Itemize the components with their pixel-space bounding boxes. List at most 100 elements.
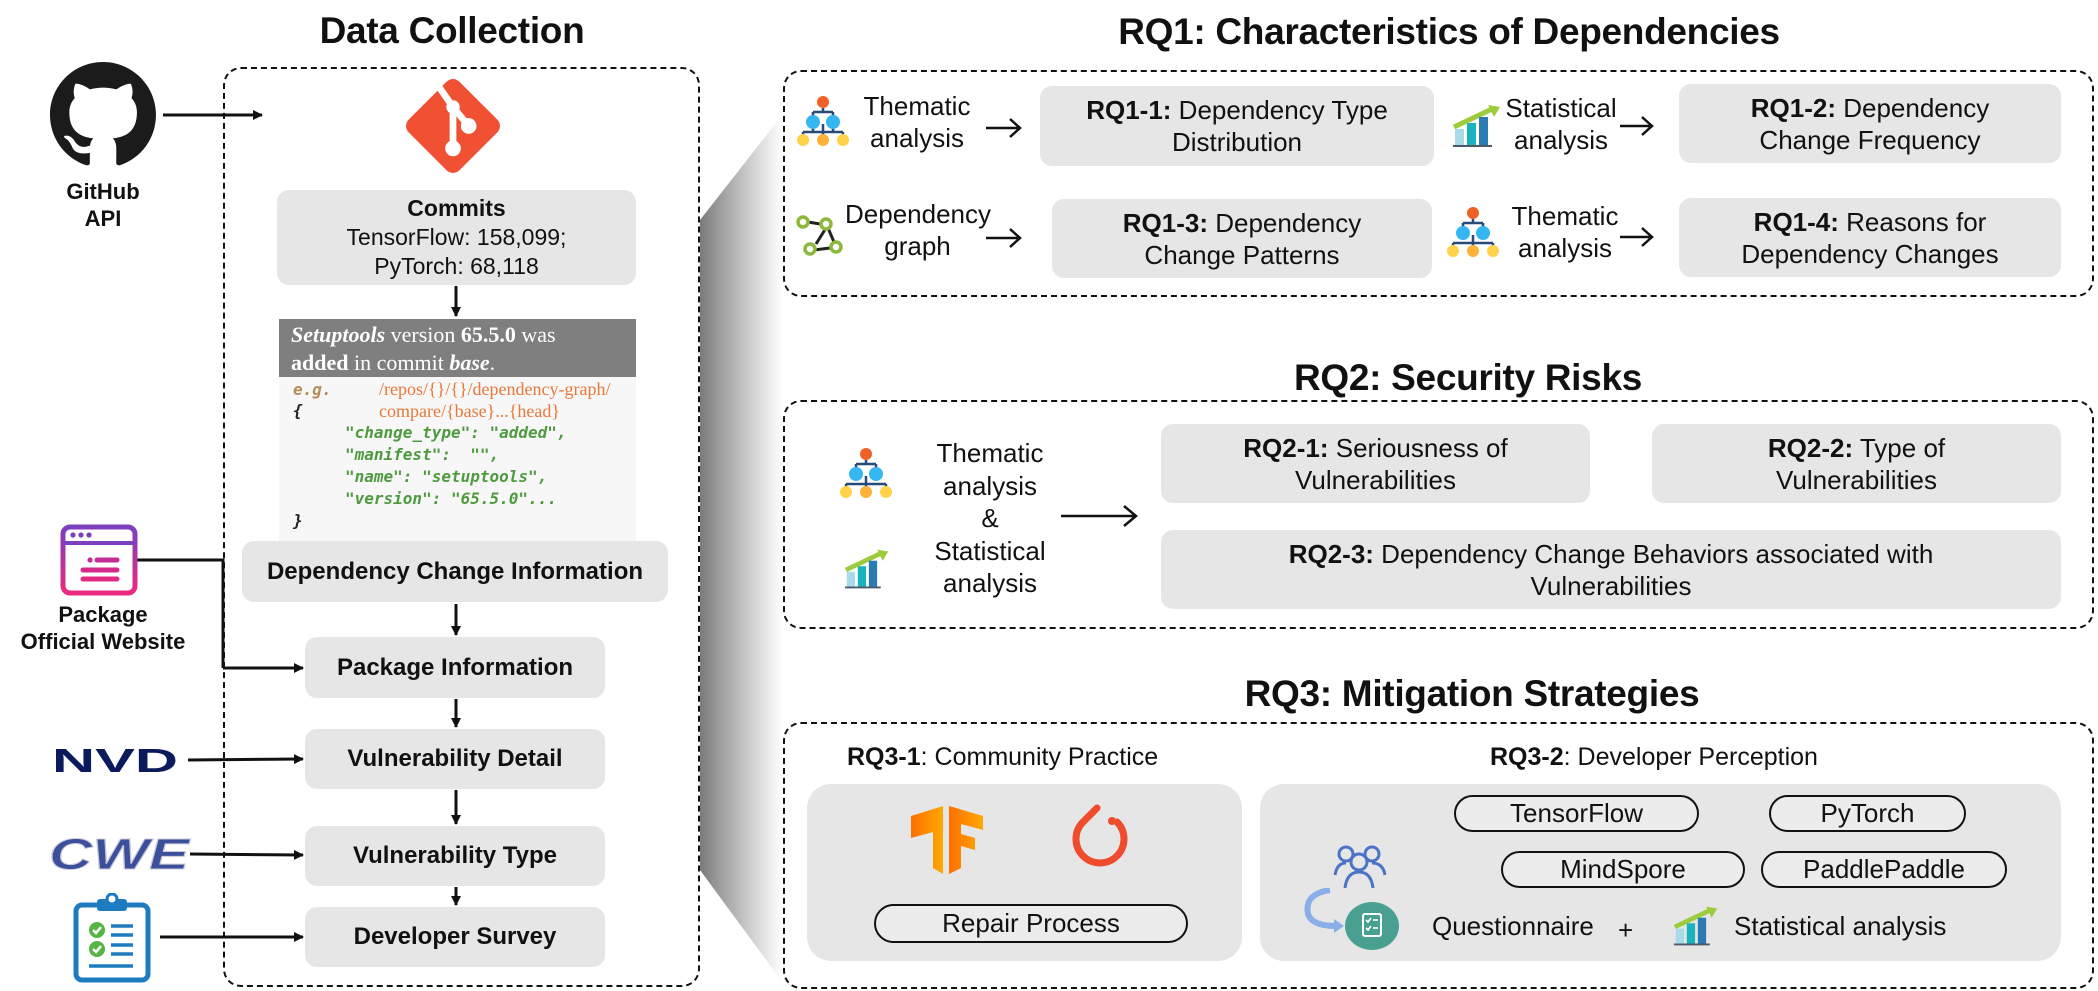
questionnaire-icon bbox=[1304, 888, 1399, 950]
step-dependency-change-information: Dependency Change Information bbox=[242, 541, 668, 602]
github-label-line1: GitHub bbox=[66, 179, 140, 204]
developers-group-icon bbox=[1333, 845, 1387, 889]
method-line: analysis bbox=[1514, 125, 1608, 155]
rq-id: RQ3-2 bbox=[1490, 743, 1564, 771]
rq-id: RQ1-3: bbox=[1122, 207, 1208, 238]
example-header: Setuptools version 65.5.0 was added in c… bbox=[279, 319, 636, 377]
rq1-2-box: RQ1-2: Dependency Change Frequency bbox=[1679, 84, 2061, 163]
method-line: Statistical bbox=[1505, 93, 1617, 123]
rq-id: RQ2-2: bbox=[1767, 432, 1854, 463]
rq1-method-thematic-2: Thematic analysis bbox=[1500, 200, 1630, 264]
bar-chart-growth-icon bbox=[1673, 906, 1718, 946]
rq1-method-dependency-graph: Dependency graph bbox=[845, 198, 991, 262]
rq-text: Dependency Type Distribution bbox=[1171, 95, 1388, 157]
header-commit: base bbox=[449, 350, 490, 375]
rq-id: RQ2-3: bbox=[1288, 538, 1374, 569]
method-line: Thematic bbox=[863, 91, 971, 121]
method-line: analysis bbox=[1518, 233, 1612, 263]
rq1-method-statistical: Statistical analysis bbox=[1496, 92, 1626, 156]
tensorflow-logo bbox=[911, 806, 983, 874]
data-collection-title: Data Collection bbox=[319, 10, 585, 51]
rq-text: : Developer Perception bbox=[1563, 743, 1818, 771]
rq2-title: RQ2: Security Risks bbox=[1293, 357, 1643, 398]
code-eg: e.g. bbox=[293, 380, 332, 399]
method-line: Thematic bbox=[1511, 201, 1619, 231]
step-developer-survey: Developer Survey bbox=[305, 907, 605, 967]
header-change-type: added bbox=[291, 350, 349, 375]
rq1-arrow-2 bbox=[1620, 116, 1654, 136]
rq1-method-thematic: Thematic analysis bbox=[852, 90, 982, 154]
method-line: analysis bbox=[943, 470, 1037, 501]
statistical-analysis-label: Statistical analysis bbox=[1734, 911, 1947, 941]
rq2-arrow bbox=[1061, 505, 1138, 527]
questionnaire-label: Questionnaire bbox=[1432, 911, 1594, 941]
rq3-title: RQ3: Mitigation Strategies bbox=[1244, 673, 1700, 714]
cwe-arrow bbox=[189, 849, 304, 860]
method-line: analysis bbox=[943, 568, 1037, 598]
framework-pill-paddlepaddle: PaddlePaddle bbox=[1761, 851, 2007, 888]
code-line: "change_type": "added", bbox=[345, 423, 567, 442]
step-vulnerability-detail: Vulnerability Detail bbox=[305, 729, 605, 789]
rq2-panel bbox=[783, 400, 2094, 629]
cwe-logo: CWE bbox=[49, 834, 192, 874]
rq-id: RQ1-1: bbox=[1086, 95, 1172, 125]
rq1-arrow-4 bbox=[1620, 227, 1654, 247]
rq-text: Dependency Change Patterns bbox=[1144, 207, 1362, 270]
rq1-1-box: RQ1-1: Dependency Type Distribution bbox=[1040, 86, 1434, 166]
package-website-label: Package Official Website bbox=[21, 601, 186, 655]
rq1-3-box: RQ1-3: Dependency Change Patterns bbox=[1052, 199, 1432, 278]
commits-pytorch: PyTorch: 68,118 bbox=[374, 253, 539, 279]
commits-tensorflow: TensorFlow: 158,099; bbox=[346, 224, 567, 250]
header-text: . bbox=[489, 350, 496, 375]
rq2-3-box: RQ2-3: Dependency Change Behaviors assoc… bbox=[1161, 530, 2061, 609]
rq1-title: RQ1: Characteristics of Dependencies bbox=[1118, 11, 1780, 52]
rq-id: RQ1-2: bbox=[1750, 92, 1836, 123]
pytorch-logo bbox=[1072, 804, 1128, 867]
method-line: Dependency bbox=[845, 199, 991, 229]
rq-text: Reasons for Dependency Changes bbox=[1741, 206, 1999, 269]
framework-pill-mindspore: MindSpore bbox=[1501, 851, 1745, 888]
svg-text:CWE: CWE bbox=[49, 834, 191, 874]
header-package: Setuptools bbox=[291, 322, 386, 347]
hierarchy-icon bbox=[840, 448, 892, 498]
rq2-1-box: RQ2-1: Seriousness of Vulnerabilities bbox=[1161, 424, 1590, 503]
rq2-methods: Thematic analysis & Statistical analysis bbox=[920, 437, 1060, 600]
rq-text: Type of Vulnerabilities bbox=[1776, 432, 1946, 495]
browser-window-icon bbox=[60, 524, 138, 596]
clipboard-checklist-icon bbox=[73, 893, 151, 983]
rq-text: Seriousness of Vulnerabilities bbox=[1295, 432, 1508, 495]
step-package-information: Package Information bbox=[305, 637, 605, 698]
example-code-block: e.g. /repos/{}/{}/dependency-graph/ comp… bbox=[279, 377, 636, 541]
api-url-line2: compare/{base}...{head} bbox=[379, 401, 560, 421]
zoom-projection-wedge bbox=[700, 114, 783, 983]
framework-pill-tensorflow: TensorFlow bbox=[1454, 795, 1699, 832]
rq-id: RQ1-4: bbox=[1753, 206, 1839, 237]
rq-text: : Community Practice bbox=[920, 743, 1159, 771]
code-open-brace: { bbox=[293, 401, 303, 420]
framework-pill-pytorch: PyTorch bbox=[1769, 795, 1966, 832]
nvd-arrow bbox=[187, 754, 304, 765]
package-website-label-line1: Package bbox=[58, 602, 148, 627]
step-vulnerability-type: Vulnerability Type bbox=[305, 826, 605, 886]
repair-process-pill: Repair Process bbox=[874, 904, 1188, 943]
commits-box: Commits TensorFlow: 158,099; PyTorch: 68… bbox=[277, 190, 636, 285]
svg-text:NVD: NVD bbox=[52, 747, 178, 774]
git-logo bbox=[406, 79, 500, 173]
rq-id: RQ3-1 bbox=[847, 743, 921, 771]
rq3-panel bbox=[783, 722, 2094, 989]
bar-chart-growth-icon bbox=[844, 549, 889, 589]
code-line: "name": "setuptools", bbox=[345, 467, 548, 486]
nvd-logo: NVD bbox=[52, 747, 178, 774]
method-line: & bbox=[981, 503, 999, 533]
hierarchy-icon bbox=[1447, 207, 1499, 257]
bar-chart-growth-icon bbox=[1452, 105, 1500, 147]
github-icon bbox=[50, 62, 156, 166]
code-close-brace: } bbox=[293, 511, 303, 530]
method-line: graph bbox=[884, 231, 951, 261]
method-line: analysis bbox=[870, 123, 964, 153]
rq1-4-box: RQ1-4: Reasons for Dependency Changes bbox=[1679, 198, 2061, 277]
github-label-line2: API bbox=[84, 206, 122, 231]
commits-title: Commits bbox=[407, 195, 506, 221]
rq1-panel bbox=[783, 70, 2094, 297]
rq1-arrow-1 bbox=[986, 118, 1022, 138]
